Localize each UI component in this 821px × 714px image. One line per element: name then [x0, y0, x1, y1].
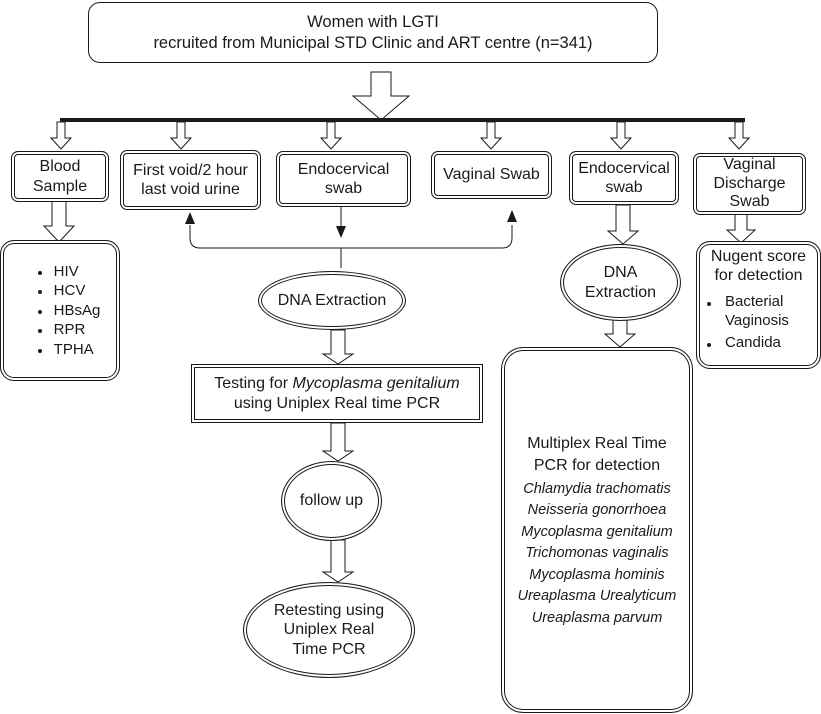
endocervical-swab-label-2: Endocervical swab	[578, 159, 670, 196]
arrow-discharge-to-nugent	[725, 213, 757, 244]
urine-label: First void/2 hour last void urine	[133, 161, 248, 198]
vaginal-swab-label: Vaginal Swab	[443, 166, 540, 184]
mg-testing-prefix: Testing for	[214, 375, 293, 393]
dna-extraction-label-1: DNA Extraction	[277, 291, 387, 309]
recruitment-subtitle: recruited from Municipal STD Clinic and …	[153, 33, 593, 52]
mg-testing-box: Testing for Mycoplasma genitalium using …	[191, 364, 483, 423]
arrow-testing-to-followup	[321, 422, 355, 462]
list-item: HIV	[32, 262, 101, 282]
bus-arrow-endo2	[609, 121, 633, 150]
dna-extraction-ellipse-1: DNA Extraction	[258, 271, 406, 330]
endocervical-swab-box-2: Endocervical swab	[569, 151, 679, 205]
list-item: HBsAg	[32, 301, 100, 321]
bracket-arrow-vaginal	[507, 210, 517, 222]
vaginal-swab-box: Vaginal Swab	[431, 151, 552, 199]
bracket-line	[189, 225, 513, 249]
endocervical-swab-box-1: Endocervical swab	[276, 151, 411, 207]
nugent-list: Bacterial Vaginosis Candida	[701, 293, 820, 352]
multiplex-pcr-box: Multiplex Real Time PCR for detection Ch…	[501, 347, 693, 713]
mg-testing-line1: Testing for Mycoplasma genitalium	[214, 374, 459, 393]
arrow-followup-to-retest	[321, 539, 355, 583]
vaginal-discharge-label: Vaginal Discharge Swab	[713, 156, 786, 211]
bus-arrow-blood	[49, 121, 73, 150]
bus-arrow-urine	[169, 121, 193, 150]
blood-sample-box: Blood Sample	[11, 151, 109, 202]
multiplex-title: Multiplex Real Time PCR for detection	[527, 435, 667, 475]
blood-sample-label: Blood Sample	[32, 158, 88, 195]
retesting-label: Retesting using Uniplex Real Time PCR	[273, 602, 385, 658]
dna-extraction-label-2: DNA Extraction	[584, 264, 657, 301]
vaginal-discharge-box: Vaginal Discharge Swab	[693, 153, 806, 215]
arrow-dna2-to-multiplex	[603, 319, 637, 348]
list-item: Chlamydia trachomatis	[523, 480, 671, 497]
follow-up-ellipse: follow up	[281, 461, 382, 541]
list-item: Candida	[701, 334, 820, 353]
mg-testing-organism: Mycoplasma genitalium	[292, 375, 460, 393]
list-item: Trichomonas vaginalis	[525, 545, 669, 562]
bus-arrow-discharge	[727, 121, 751, 150]
list-item: Mycoplasma hominis	[529, 566, 665, 583]
list-item: Neisseria gonorrhoea	[527, 502, 667, 519]
arrow-endo2-to-dna	[606, 204, 640, 245]
nugent-title: Nugent score for detection	[710, 248, 807, 285]
blood-tests-box: HIV HCV HBsAg RPR TPHA	[0, 240, 120, 381]
bracket-arrow-endo1	[336, 226, 346, 238]
nugent-score-box: Nugent score for detection Bacterial Vag…	[696, 241, 821, 369]
list-item: Bacterial Vaginosis	[701, 293, 820, 331]
recruitment-box: Women with LGTI recruited from Municipal…	[88, 2, 658, 63]
bus-arrow-endo1	[319, 121, 343, 150]
list-item: RPR	[32, 320, 101, 340]
urine-box: First void/2 hour last void urine	[120, 150, 261, 210]
follow-up-label: follow up	[299, 492, 364, 510]
retesting-ellipse: Retesting using Uniplex Real Time PCR	[243, 582, 415, 678]
list-item: Ureaplasma Urealyticum	[517, 588, 677, 605]
blood-tests-list: HIV HCV HBsAg RPR TPHA	[32, 262, 101, 360]
bracket-arrow-urine	[185, 212, 195, 224]
recruitment-title: Women with LGTI	[307, 12, 439, 31]
bus-arrow-vaginal	[479, 121, 503, 150]
list-item: HCV	[32, 281, 101, 301]
mg-testing-suffix: using Uniplex Real time PCR	[233, 394, 441, 412]
arrow-blood-to-tests	[42, 200, 76, 243]
arrow-dna-to-testing	[321, 329, 355, 365]
list-item: Ureaplasma parvum	[531, 609, 663, 626]
multiplex-organism-list: Chlamydia trachomatis Neisseria gonorrho…	[518, 479, 677, 630]
dna-extraction-ellipse-2: DNA Extraction	[560, 244, 681, 321]
endocervical-swab-label-1: Endocervical swab	[297, 160, 390, 197]
top-block-arrow	[351, 71, 411, 121]
list-item: TPHA	[32, 340, 101, 360]
list-item: Mycoplasma genitalium	[521, 523, 673, 540]
